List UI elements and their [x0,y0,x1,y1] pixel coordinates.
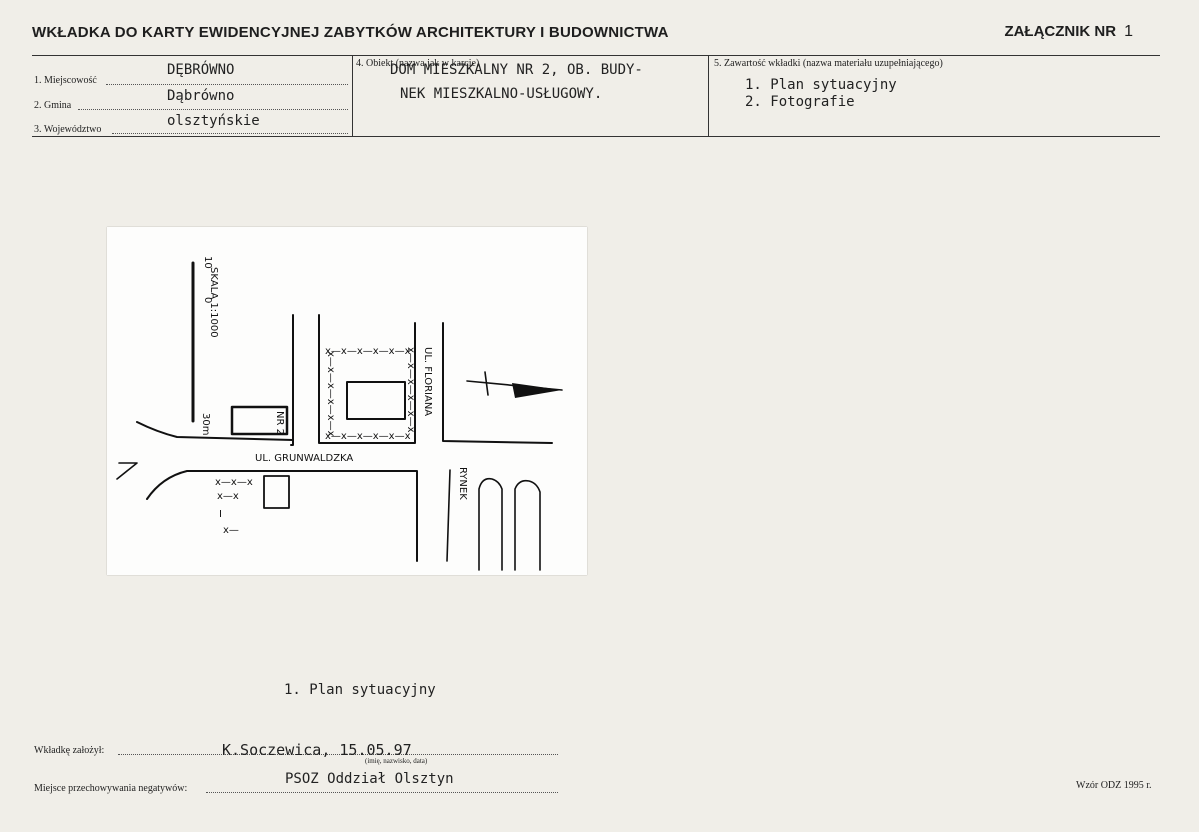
scale-tick-10: 10 [202,256,213,269]
fence-south-top: x—x—x [215,477,253,488]
entry-mark [116,462,138,480]
contents-label: 5. Zawartość wkładki (nazwa materiału uz… [714,58,943,69]
tree-row-2 [514,479,541,571]
created-by-dotted-line [118,754,558,755]
rynek-road-edge [446,469,451,562]
fence-east: x—x—x—x—x—x [405,347,416,433]
town-label: 1. Miejscowość [34,75,97,86]
commune-value: Dąbrówno [167,88,235,104]
fence-south-2: I [219,509,222,520]
storage-label: Miejsce przechowywania negatywów: [34,783,188,794]
site-plan-photo: x—x—x—x—x—x x—x—x—x—x—x x—x—x x—x I x— x… [107,227,587,575]
south-building [263,475,290,509]
block-left-edge [290,314,294,446]
fence-south-3: x— [223,525,239,536]
document-title: WKŁADKA DO KARTY EWIDENCYJNEJ ZABYTKÓW A… [32,24,669,41]
scale-tick-30: 30m [200,413,211,435]
middle-block-outline [318,314,416,444]
annex-label-text: ZAŁĄCZNIK NR [1004,23,1117,40]
created-by-hint: (imię, nazwisko, data) [365,757,428,765]
fence-west: x—x—x—x—x—x [325,351,336,437]
voivodeship-dotted-line [112,133,348,134]
town-dotted-line [106,84,348,85]
town-value: DĘBRÓWNO [167,62,235,78]
column-divider-2 [708,55,709,136]
template-label: Wzór ODZ 1995 r. [1076,780,1152,791]
street-floriana-label: UL. FLORIANA [422,347,433,416]
grunwaldzka-north-curb-west [136,421,294,441]
created-by-label: Wkładkę założył: [34,745,105,756]
scale-tick-0: 0 [202,297,213,303]
fence-top: x—x—x—x—x—x [325,346,411,357]
contents-item-1: 1. Plan sytuacyjny [745,77,897,93]
middle-building [346,381,406,420]
street-rynek-label: RYNEK [457,467,468,500]
plan-caption: 1. Plan sytuacyjny [284,682,436,698]
commune-label: 2. Gmina [34,100,72,111]
voivodeship-value: olsztyńskie [167,113,260,129]
annex-number: 1 [1124,23,1133,40]
object-label: 4. Obiekt (nazwa jak w karcie) [356,58,480,69]
building-label: NR 2 [274,411,285,435]
fence-south-1: x—x [217,491,239,502]
building-nr2 [230,405,289,436]
floriana-east-curb [442,322,553,444]
grunwaldzka-south-curb [146,470,418,562]
object-line-2: NEK MIESZKALNO-USŁUGOWY. [400,86,603,102]
contents-item-2: 2. Fotografie [745,94,855,110]
storage-dotted-line [206,792,558,793]
fence-marks: x—x—x—x—x—x x—x—x—x—x—x x—x—x x—x I x— [215,346,411,536]
commune-dotted-line [78,109,348,110]
fence-marks-vertical: x—x—x—x—x—x x—x—x—x—x—x [325,347,416,437]
column-divider-1 [352,55,353,136]
object-line-1: DOM MIESZKALNY NR 2, OB. BUDY- [390,62,643,78]
site-plan-drawing: x—x—x—x—x—x x—x—x—x—x—x x—x—x x—x I x— x… [116,256,563,571]
north-arrow-cross [484,371,489,396]
north-arrow-head [512,383,562,398]
scale-label: SKALA 1:1000 [208,267,219,338]
header-top-rule [32,55,1160,56]
street-grunwaldzka-label: UL. GRUNWALDZKA [255,453,353,464]
fence-bottom: x—x—x—x—x—x [325,431,411,442]
voivodeship-label: 3. Województwo [34,124,102,135]
tree-row-1 [478,477,503,571]
created-by-value: K.Soczewica, 15.05.97 [222,741,412,759]
header-bottom-rule [32,136,1160,137]
annex-label: ZAŁĄCZNIK NR 1 [1004,23,1133,41]
storage-value: PSOZ Oddział Olsztyn [285,771,454,787]
